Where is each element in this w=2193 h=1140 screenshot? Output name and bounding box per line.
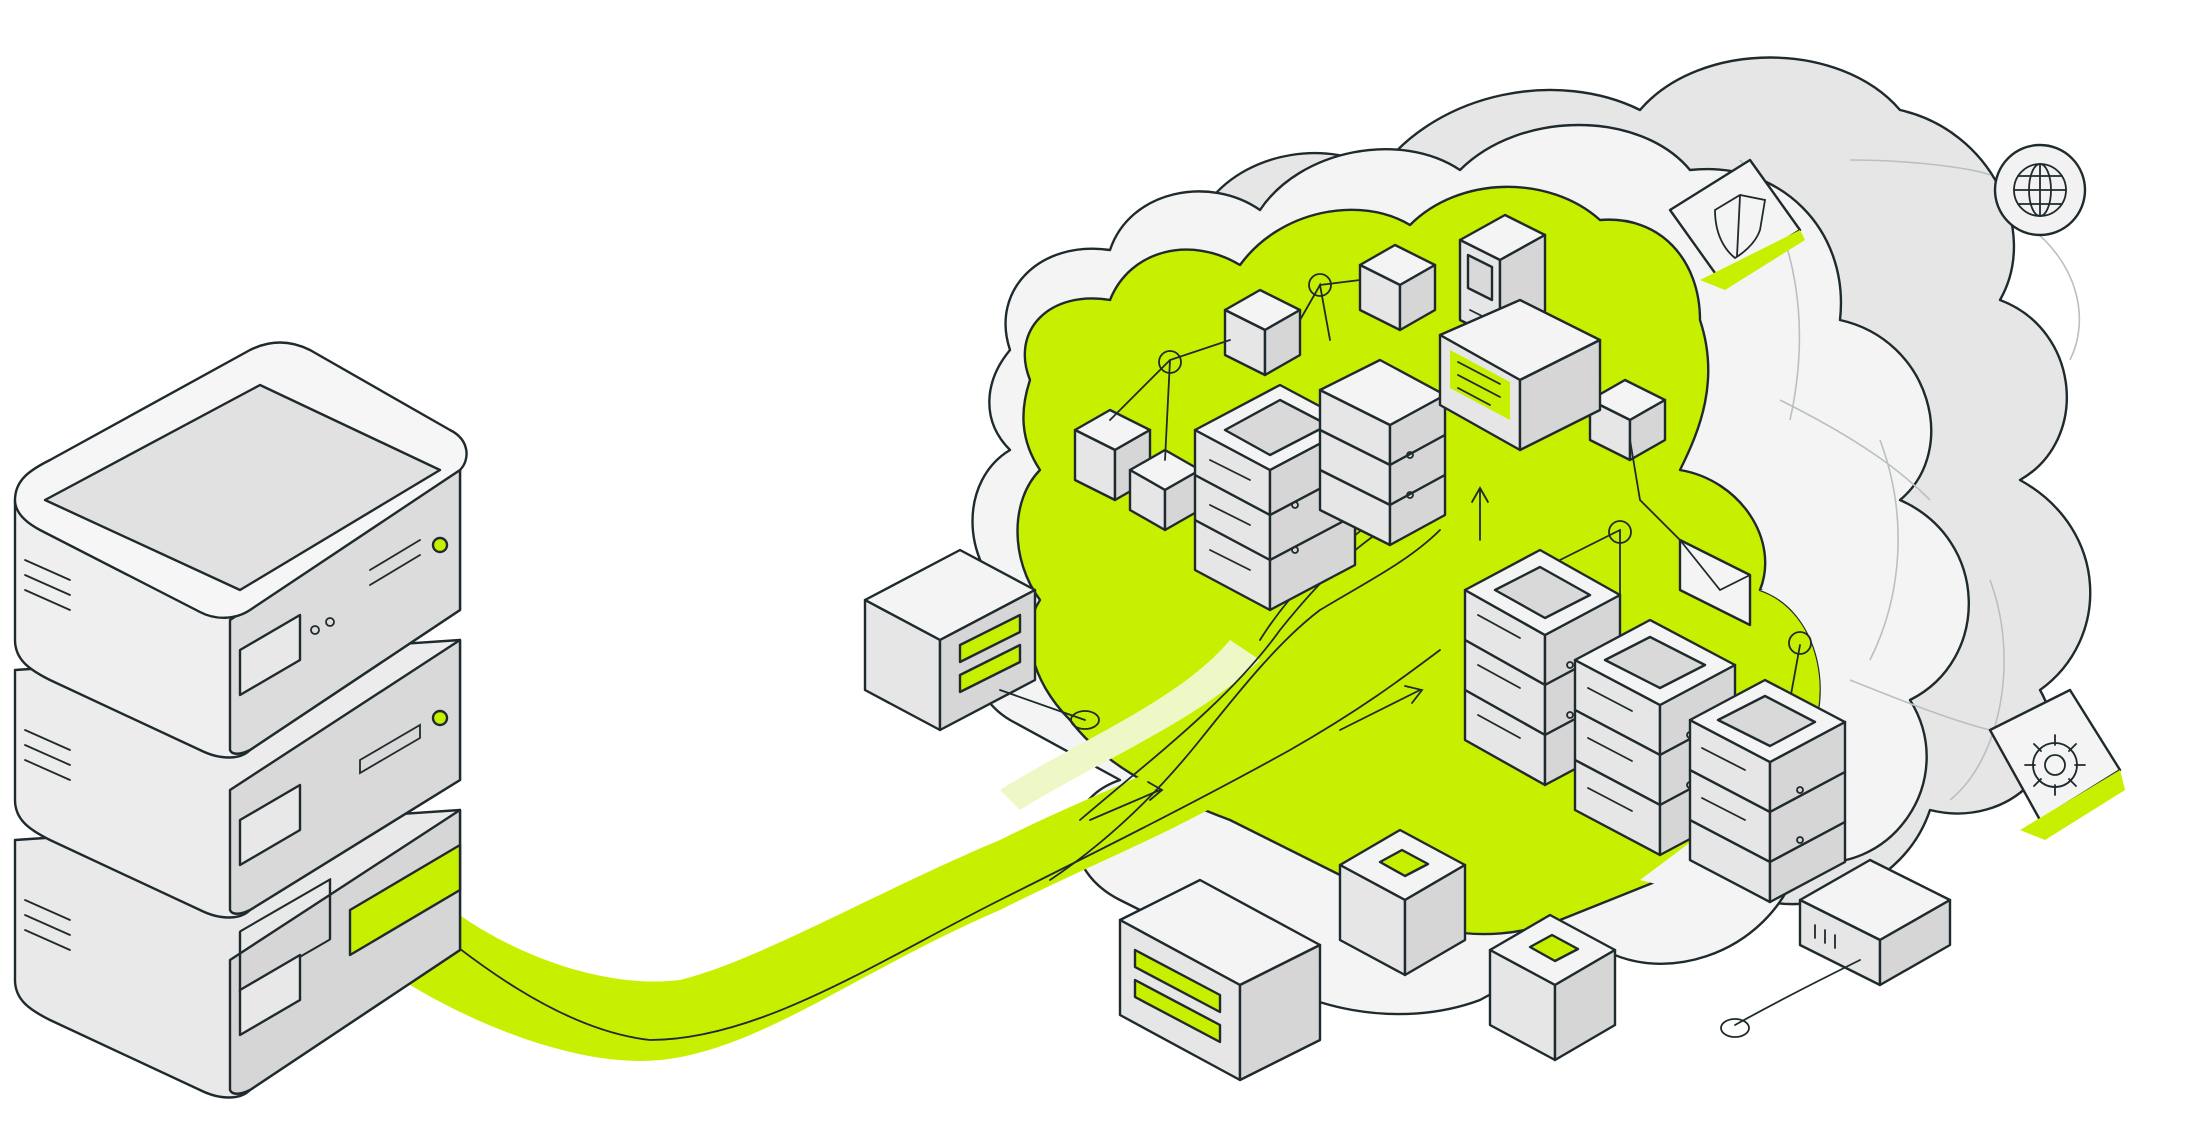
rack-unit-1-vent (24, 559, 71, 611)
rack-unit-3-window (238, 953, 302, 1037)
network-links (1109, 273, 1812, 701)
cube-node (1338, 828, 1467, 977)
cloud-lobe-divider (1779, 399, 1931, 501)
rack-unit-1-led (431, 536, 449, 554)
cloud-lobe-mid (1869, 439, 1899, 661)
cube-node (1588, 378, 1667, 462)
cloud-icon (971, 56, 2092, 1016)
server-rack-icon (13, 341, 468, 1099)
mail-icon (1678, 538, 1752, 627)
globe-icon (1849, 143, 2087, 361)
bottom-connector-line (1734, 959, 1861, 1026)
cube-node (1358, 243, 1437, 332)
data-flow-faint (1000, 640, 1260, 810)
rack-unit-1-window (238, 613, 302, 697)
storage-node-box (1118, 878, 1322, 1082)
rack-unit-1-dot-b (325, 617, 335, 627)
data-flow-line-branch (1049, 529, 1441, 881)
link-node (1158, 350, 1182, 374)
rack-unit-3-port (348, 843, 462, 957)
data-flow-line-upper (1079, 519, 1401, 821)
cube-node (1223, 288, 1302, 377)
rack-unit-1-dot-a (310, 625, 320, 635)
cloud-lobe-lower (1949, 579, 2005, 801)
cloud-lobe-divider-2 (1849, 679, 1991, 731)
server-stack (1688, 678, 1847, 904)
link-node (1308, 273, 1332, 297)
gear-icon (1988, 688, 2125, 840)
data-flow-line-main (399, 649, 1441, 1041)
link-node (1788, 631, 1812, 655)
cube-node (1488, 913, 1617, 1062)
shield-icon (1668, 158, 1805, 290)
rack-unit-2-window (238, 783, 302, 867)
server-stack (1318, 358, 1447, 547)
data-flow-branch (1140, 520, 1440, 800)
rack-unit-1-lines (369, 539, 421, 586)
link-node (1608, 520, 1632, 544)
rack-unit-2-led (431, 709, 449, 727)
rack-unit-2-bar (359, 723, 421, 775)
connector-node (1070, 710, 1100, 730)
cube-node (1798, 858, 1952, 987)
rack-screen (43, 383, 442, 592)
cube-node (1128, 448, 1202, 532)
connector-node (1720, 1018, 1750, 1038)
rack-unit-3-vent (24, 899, 71, 951)
storage-node-box (863, 548, 1100, 732)
rack-unit-2-vent (24, 729, 71, 781)
arrow-icon (1089, 486, 1489, 821)
document-icon (1438, 298, 1602, 452)
